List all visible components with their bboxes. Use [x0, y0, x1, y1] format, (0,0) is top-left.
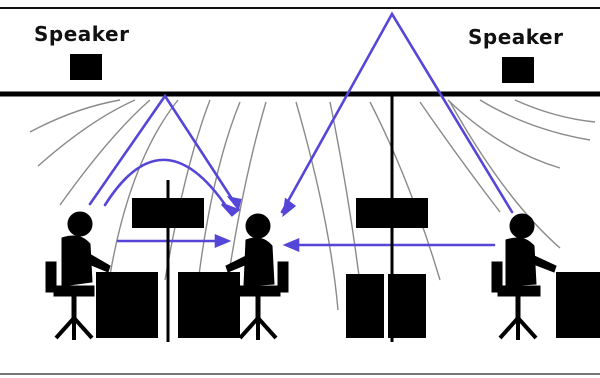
sound-paths-left [88, 93, 242, 248]
speaker-label-right: Speaker [468, 25, 564, 49]
desk-middle-left [178, 272, 240, 338]
person-right-icon [491, 213, 557, 340]
right-wavefronts [295, 99, 596, 311]
cabinet-center [346, 274, 426, 338]
speaker-left-icon [70, 54, 102, 80]
person-middle-icon [225, 213, 289, 340]
desk-right [556, 272, 600, 338]
speaker-label-left: Speaker [34, 22, 130, 46]
desk-left [96, 272, 158, 338]
sound-paths-right [280, 11, 514, 252]
speaker-right-icon [502, 57, 534, 83]
left-wavefronts [29, 99, 267, 321]
person-left-icon [45, 211, 111, 340]
partition-left [132, 180, 204, 342]
